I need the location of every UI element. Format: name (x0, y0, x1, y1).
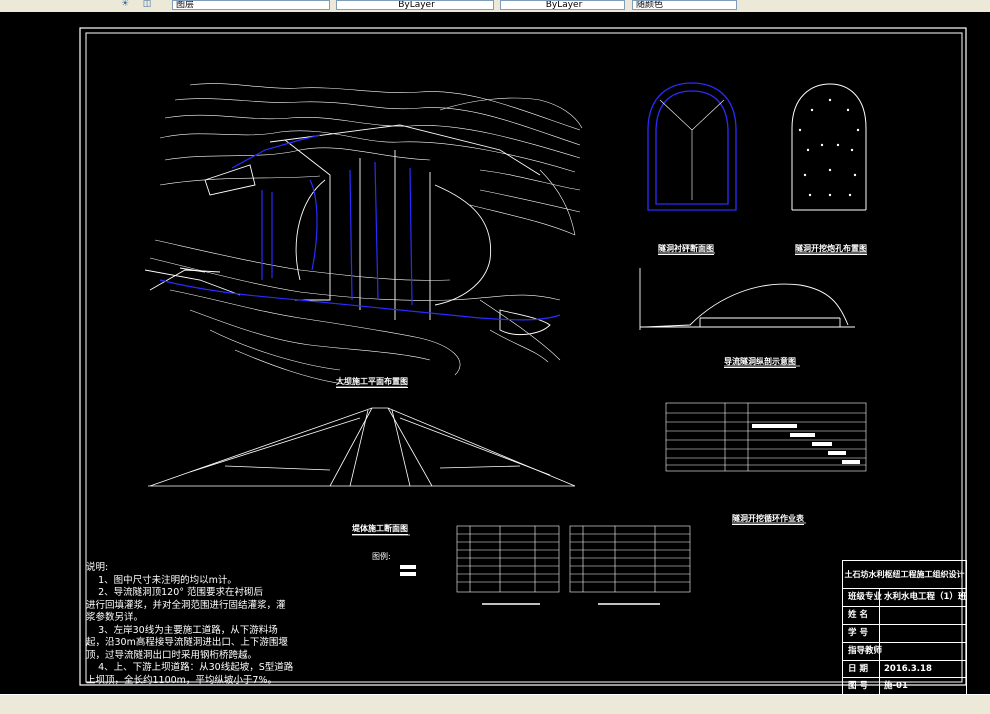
diversion-title: 导流隧洞纵剖示意图 (724, 357, 796, 368)
note-line: 1、图中尺寸未注明的均以m计。 (86, 574, 237, 586)
title-row-value: 施-01 (879, 678, 964, 695)
plan-title: 大坝施工平面布置图 (336, 377, 408, 388)
title-row-value (879, 625, 964, 642)
cycle-bars (752, 424, 860, 464)
notes-block: 说明: 1、图中尺寸未注明的均以m计。 2、导流隧洞顶120° 范围要求在衬砌后… (86, 562, 346, 687)
title-row-label: 指导教师 (848, 646, 883, 656)
title-row-label: 日 期 (848, 664, 868, 674)
title-row-value (879, 607, 964, 624)
diversion-profile (639, 268, 855, 330)
note-line: 起，沿30m高程接导流隧洞进出口、上下游围堰 (86, 637, 288, 648)
title-row-name: 姓 名 (843, 606, 966, 624)
title-row-student-id: 学 号 (843, 624, 966, 642)
title-block-title: 土石坊水利枢纽工程施工组织设计 (844, 570, 965, 579)
layer-previous-icon[interactable]: ◫ (142, 0, 152, 9)
blast-holes (798, 98, 860, 197)
embankment-section (148, 407, 576, 487)
title-row-value (879, 643, 964, 660)
sheet-inner-border (85, 32, 963, 683)
title-row-drawing-no: 图 号 施-01 (843, 677, 966, 695)
status-bar (0, 694, 990, 714)
plan-dam-structure (144, 124, 551, 336)
tunnel-blast-section (791, 83, 867, 211)
title-row-value: 2016.3.18 (879, 661, 964, 678)
plan-contours (149, 83, 583, 386)
linetype-dropdown[interactable]: ByLayer (336, 0, 494, 10)
legend-label: 图例: (372, 552, 391, 561)
cycle-chart (665, 402, 867, 472)
title-row-label: 图 号 (848, 681, 868, 691)
lineweight-dropdown[interactable]: ByLayer (500, 0, 625, 10)
title-row-label: 学 号 (848, 628, 868, 638)
tunnel-blast-title: 隧洞开挖炮孔布置图 (795, 244, 867, 255)
tunnel-lining-section (647, 82, 737, 211)
cycle-title: 隧洞开挖循环作业表 (732, 514, 804, 525)
note-line: 浆参数另详。 (86, 612, 144, 623)
note-line: 进行回填灌浆，并对全洞范围进行固结灌浆，灌 (86, 599, 286, 611)
layer-state-icon[interactable]: ☀ (120, 0, 130, 9)
title-row-date: 日 期 2016.3.18 (843, 660, 966, 678)
legend-swatches (400, 565, 416, 576)
title-row-label: 班级专业 (848, 592, 883, 602)
note-line: 顶，过导流隧洞出口时采用钢桁桥跨越。 (86, 649, 258, 661)
title-row-class: 班级专业 水利水电工程（1）班 (843, 588, 966, 606)
title-row-advisor: 指导教师 (843, 642, 966, 660)
note-line: 2、导流隧洞顶120° 范围要求在衬砌后 (86, 587, 264, 598)
note-line: 3、左岸30线为主要施工道路，从下游料场 (86, 624, 278, 636)
quantity-table-2 (569, 525, 691, 593)
section-title: 堤体施工断面图 (352, 524, 408, 535)
title-row-label: 姓 名 (848, 610, 868, 620)
note-line: 上坝顶，全长约1100m，平均纵坡小于7%。 (86, 674, 278, 686)
cad-drawing (79, 27, 967, 686)
tunnel-lining-title: 隧洞衬砰断面图 (658, 244, 714, 255)
layer-dropdown[interactable]: 图层 (172, 0, 330, 10)
title-row-value: 水利水电工程（1）班 (879, 589, 966, 606)
plotstyle-dropdown[interactable]: 随颜色 (632, 0, 737, 10)
sheet-outer-border (79, 27, 967, 686)
note-line: 4、上、下游上坝道路：从30线起坡，S型道路 (86, 662, 294, 673)
drawing-canvas[interactable]: 大坝施工平面布置图 堤体施工断面图 隧洞衬砰断面图 隧洞开挖炮孔布置图 导流隧洞… (0, 12, 990, 695)
title-block: 土石坊水利枢纽工程施工组织设计 班级专业 水利水电工程（1）班 姓 名 学 号 … (842, 560, 967, 695)
plan-tunnel-route (159, 134, 561, 321)
quantity-table-1 (456, 525, 560, 593)
notes-heading: 说明: (86, 562, 109, 573)
